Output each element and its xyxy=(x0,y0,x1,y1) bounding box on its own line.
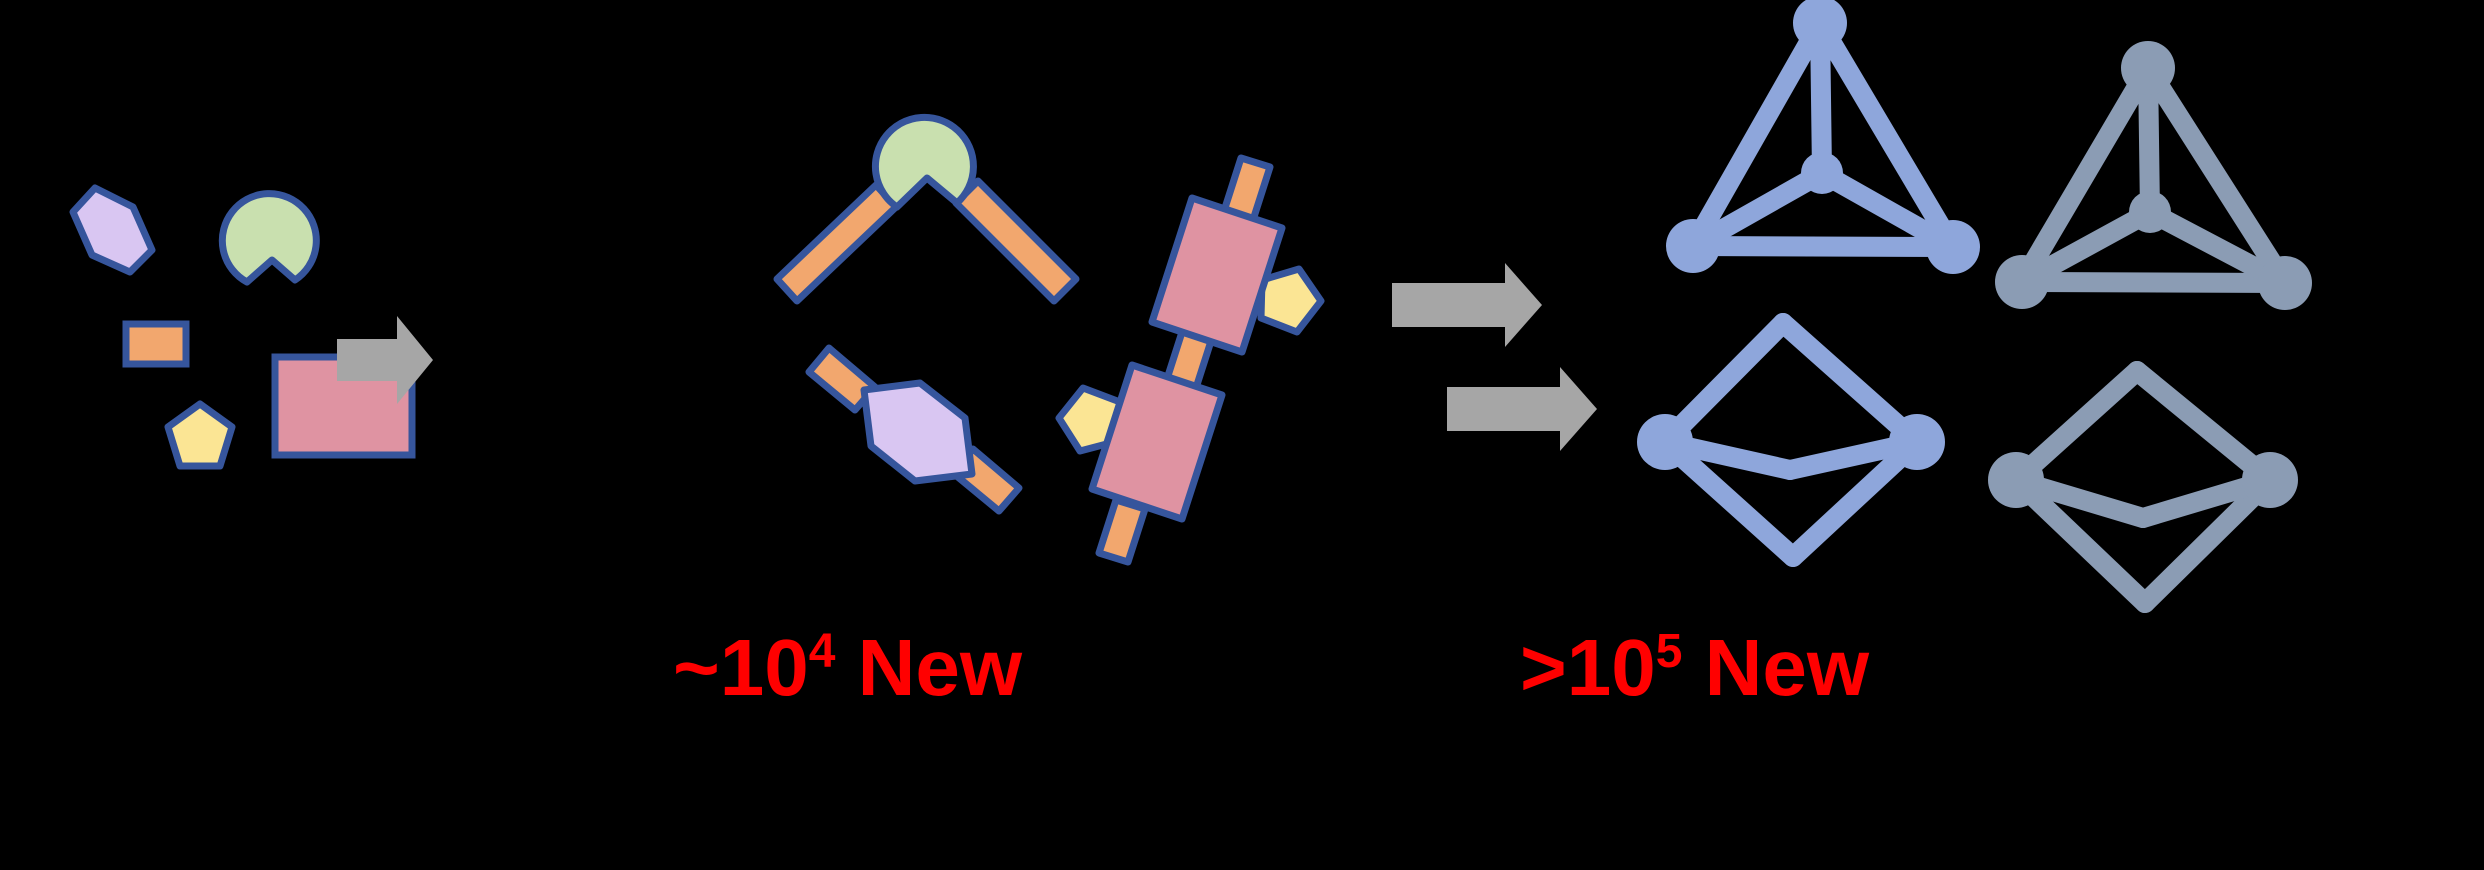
linker-bent-green-node xyxy=(871,113,977,211)
cage-tetrahedron-blue-node xyxy=(1793,0,1847,50)
cage-tetrahedron-blue-edge xyxy=(1683,13,1830,256)
linker-rect-pentagon-left xyxy=(1055,384,1124,455)
cage-tetrahedron-blue-edge xyxy=(1810,13,1963,257)
cage-tetrahedron-blue-node xyxy=(1926,220,1980,274)
cage-tetrahedron-gray-edge xyxy=(2012,272,2295,293)
cages-count-label: >105 New xyxy=(1520,623,1870,712)
cage-tetrahedron-blue xyxy=(1666,0,1980,274)
building-block-pacman xyxy=(218,190,320,286)
linker-bent-arm-right xyxy=(952,177,1080,305)
cage-tetrahedron-blue-edge xyxy=(1683,236,1963,257)
cage-tetrahedron-gray-edge xyxy=(2138,58,2295,293)
linker-rect-pentagon-right xyxy=(1257,265,1325,336)
linker-rect-bar-bottom xyxy=(1095,496,1149,566)
cages-count-label-part: >10 xyxy=(1520,623,1656,712)
cage-diamond-gray-edge xyxy=(2135,470,2280,613)
cage-diamond-blue xyxy=(1637,313,1945,567)
building-block-pentagon xyxy=(164,400,236,470)
linkers-count-label: ~104 New xyxy=(673,623,1023,712)
cage-diamond-gray-edge xyxy=(2006,470,2155,613)
arrow-linkers-to-cages-top xyxy=(1392,263,1542,347)
building-block-hexagon xyxy=(69,184,156,276)
cage-tetrahedron-gray-node xyxy=(1995,255,2049,309)
linkers-count-label-part: 4 xyxy=(809,625,836,678)
cage-tetrahedron-gray xyxy=(1995,41,2312,310)
cage-diamond-blue-node xyxy=(1637,414,1693,470)
arrow-linkers-to-cages-bottom xyxy=(1447,367,1597,451)
cage-tetrahedron-gray-node xyxy=(2121,41,2175,95)
cage-diamond-blue-edge xyxy=(1773,313,1927,452)
cage-tetrahedron-gray-node xyxy=(2129,191,2171,233)
cage-diamond-blue-node xyxy=(1889,414,1945,470)
cage-diamond-gray-node xyxy=(2242,452,2298,508)
cage-diamond-gray-node xyxy=(1988,452,2044,508)
cage-tetrahedron-gray-edge xyxy=(2012,58,2158,292)
linker-bent-arm-left xyxy=(773,181,900,305)
cages-count-label-part: New xyxy=(1682,623,1869,712)
cages-count-label-part: 5 xyxy=(1656,625,1683,678)
cage-diamond-blue-edge xyxy=(1655,432,1803,567)
linkers-count-label-part: ~10 xyxy=(673,623,809,712)
linker-hex-core xyxy=(860,379,976,485)
cage-tetrahedron-blue-node xyxy=(1666,219,1720,273)
arrow-blocks-to-linkers xyxy=(337,316,433,404)
cage-tetrahedron-blue-node xyxy=(1801,152,1843,194)
linkers-count-label-part: New xyxy=(835,623,1022,712)
building-block-square xyxy=(122,320,190,368)
cage-diamond-gray xyxy=(1988,361,2298,613)
linker-rect-lower xyxy=(1088,361,1226,523)
linker-rect-upper xyxy=(1148,194,1286,356)
cage-diamond-gray-edge xyxy=(2127,361,2280,490)
cage-diamond-blue-edge xyxy=(1783,432,1927,567)
cage-tetrahedron-gray-node xyxy=(2258,256,2312,310)
